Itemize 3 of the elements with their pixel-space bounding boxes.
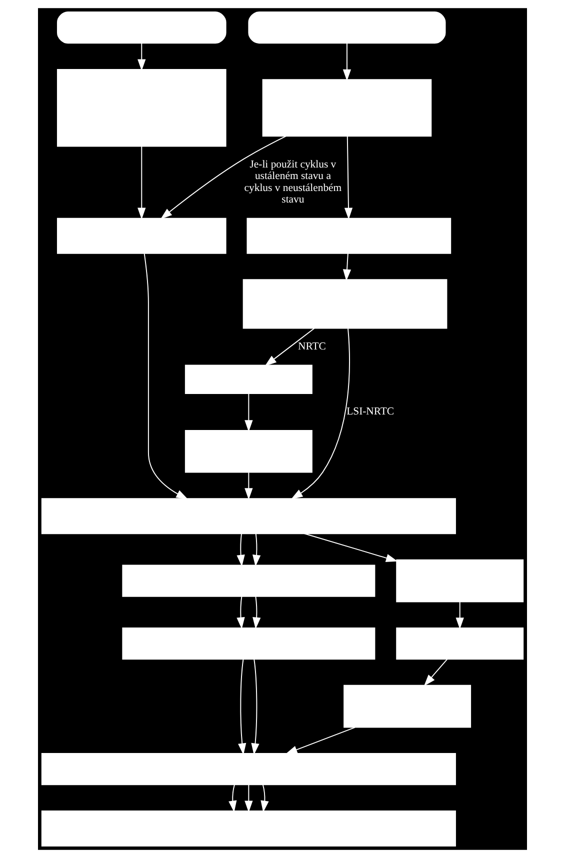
edge-label: NRTC <box>298 340 326 352</box>
edge-label: LSI-NRTC <box>346 406 394 418</box>
edge-label: Je-li použit cyklus v ustáleném stavu a cyklus v neustálenbém stavu <box>244 158 342 206</box>
